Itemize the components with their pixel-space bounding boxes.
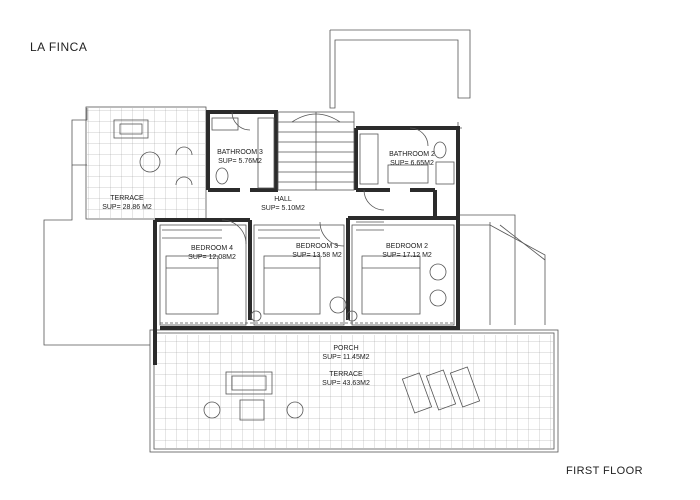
floor-label: FIRST FLOOR	[566, 465, 643, 477]
room-name: PORCH	[333, 345, 359, 352]
room-area: SUP= 13.58 M2	[292, 252, 342, 259]
tiled-areas	[87, 108, 553, 448]
room-name: BEDROOM 3	[295, 243, 338, 250]
room-name: BEDROOM 4	[190, 245, 234, 252]
room-label-bedroom4: BEDROOM 4 SUP= 12.08M2	[188, 244, 236, 262]
room-label-hall: HALL SUP= 5.10M2	[261, 195, 305, 213]
project-title: LA FINCA	[30, 40, 88, 54]
room-name: HALL	[274, 196, 292, 203]
room-name: BATHROOM 2	[389, 151, 435, 158]
walls	[153, 110, 460, 365]
room-area: SUP= 43.63M2	[322, 380, 370, 387]
room-label-terrace-front: TERRACE SUP= 43.63M2	[322, 370, 370, 388]
room-area: SUP= 28.86 M2	[102, 204, 152, 211]
room-label-bathroom2: BATHROOM 2 SUP= 6.65M2	[389, 150, 435, 168]
room-area: SUP= 17.12 M2	[382, 252, 432, 259]
interior-lines	[113, 111, 481, 421]
room-name: TERRACE	[110, 195, 144, 202]
room-area: SUP= 6.65M2	[390, 160, 434, 167]
room-label-bedroom2: BEDROOM 2 SUP= 17.12 M2	[382, 242, 432, 260]
room-label-terrace-left: TERRACE SUP= 28.86 M2	[102, 194, 152, 212]
room-name: BATHROOM 3	[217, 149, 263, 156]
room-label-bathroom3: BATHROOM 3 SUP= 5.76M2	[217, 148, 263, 166]
room-name: TERRACE	[329, 371, 363, 378]
room-name: BEDROOM 2	[385, 243, 428, 250]
room-area: SUP= 5.10M2	[261, 205, 305, 212]
room-label-porch: PORCH SUP= 11.45M2	[322, 344, 369, 362]
room-area: SUP= 12.08M2	[188, 254, 236, 261]
room-label-bedroom3: BEDROOM 3 SUP= 13.58 M2	[292, 242, 342, 260]
room-area: SUP= 11.45M2	[322, 354, 370, 361]
room-area: SUP= 5.76M2	[218, 158, 262, 165]
